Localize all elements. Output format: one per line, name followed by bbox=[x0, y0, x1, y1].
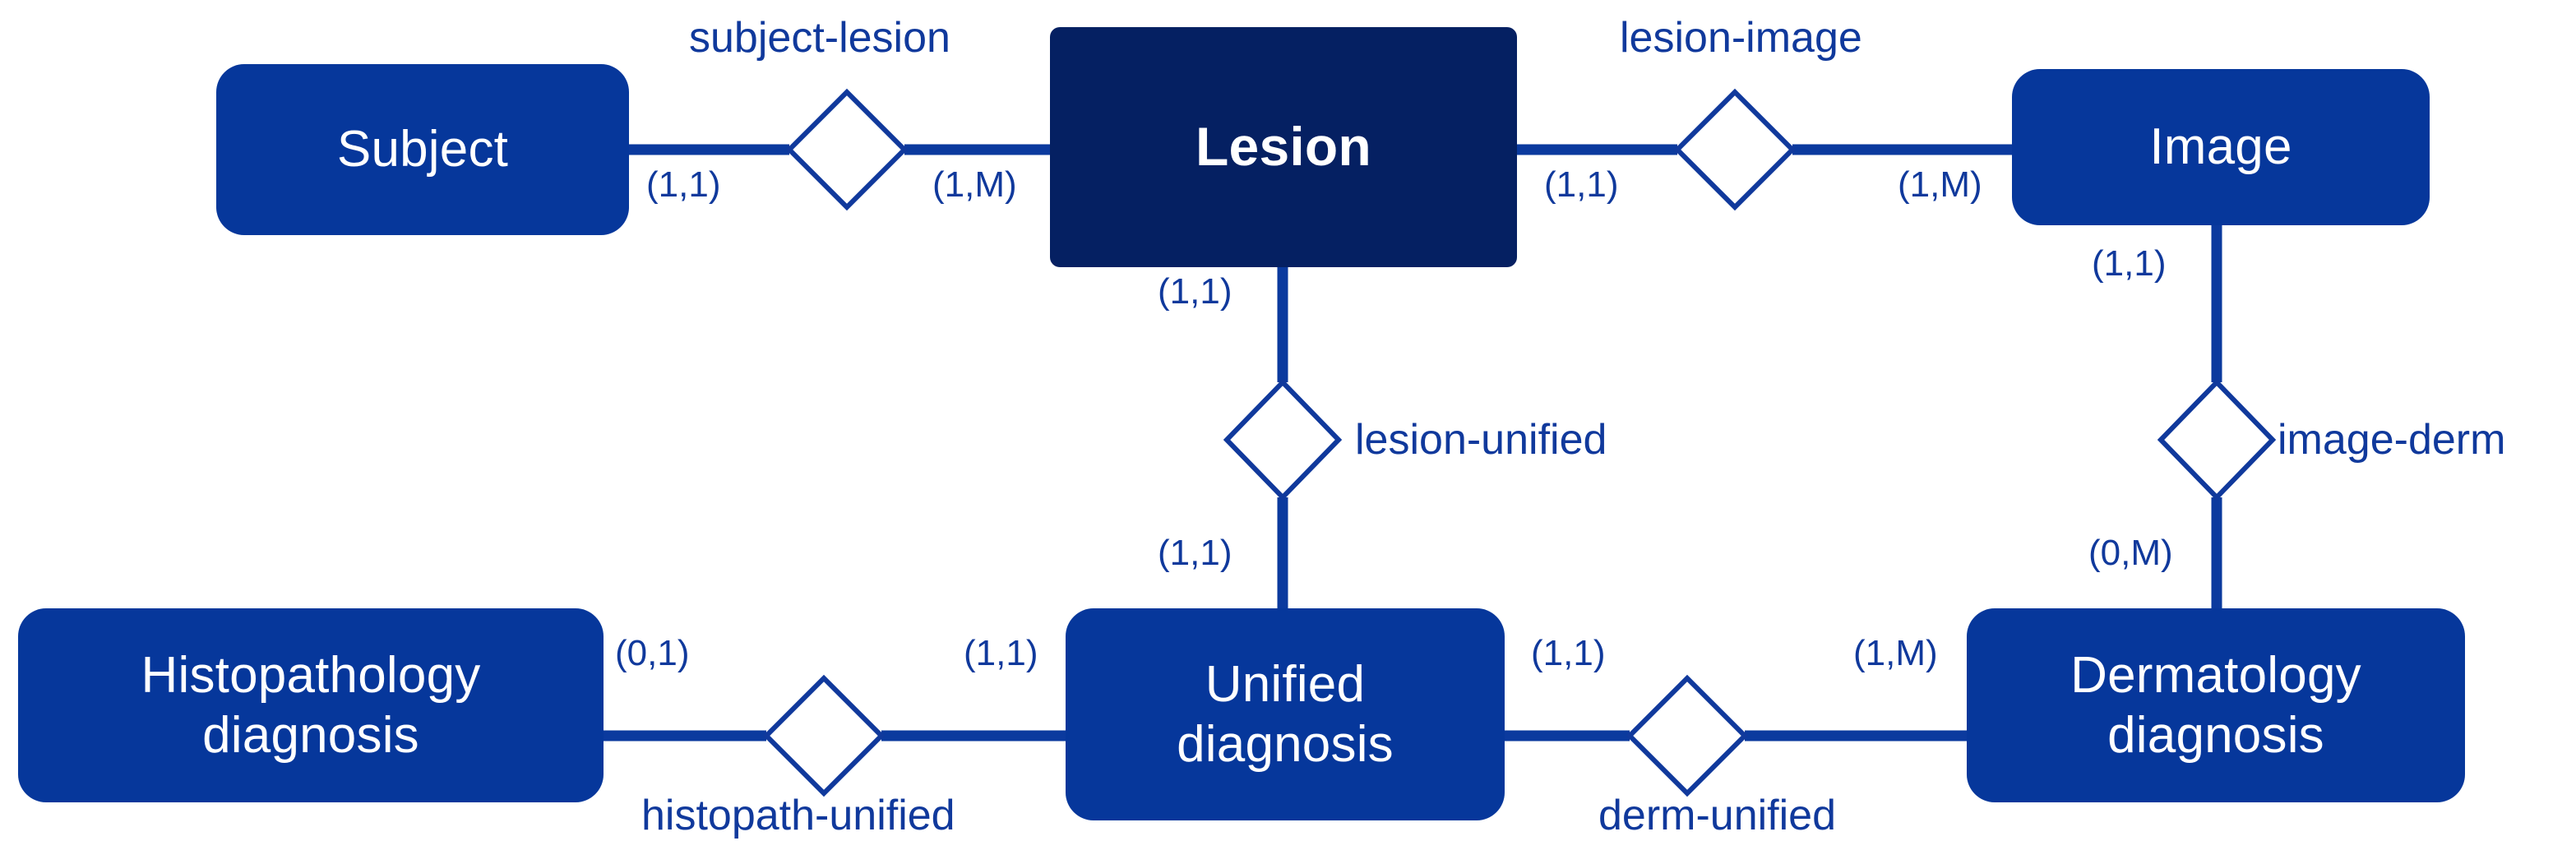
entity-image[interactable]: Image bbox=[2012, 69, 2430, 225]
cardinality-image-derm-bottom: (0,M) bbox=[2088, 533, 2173, 573]
relationship-label-lesion-unified: lesion-unified bbox=[1355, 416, 1607, 464]
relationship-diamond-lesion-image[interactable] bbox=[1673, 88, 1797, 211]
relationship-label-subject-lesion: subject-lesion bbox=[689, 14, 950, 62]
cardinality-lesion-unified-top: (1,1) bbox=[1158, 271, 1233, 312]
entity-unified-diagnosis-label: Unified diagnosis bbox=[1177, 655, 1394, 773]
entity-dermatology-diagnosis-label: Dermatology diagnosis bbox=[2070, 646, 2361, 764]
cardinality-lesion-image-left: (1,1) bbox=[1544, 164, 1619, 205]
relationship-label-lesion-image: lesion-image bbox=[1620, 14, 1862, 62]
relationship-diamond-subject-lesion[interactable] bbox=[785, 88, 909, 211]
relationship-label-image-derm: image-derm bbox=[2278, 416, 2506, 464]
cardinality-histopath-unified-right: (1,1) bbox=[964, 633, 1038, 673]
relationship-diamond-image-derm[interactable] bbox=[2157, 378, 2277, 501]
entity-histopathology-diagnosis[interactable]: Histopathology diagnosis bbox=[18, 608, 604, 802]
relationship-diamond-histopath-unified[interactable] bbox=[762, 674, 886, 797]
relationship-diamond-derm-unified[interactable] bbox=[1626, 674, 1749, 797]
entity-subject-label: Subject bbox=[336, 121, 509, 178]
entity-lesion[interactable]: Lesion bbox=[1050, 27, 1517, 267]
entity-lesion-label: Lesion bbox=[1196, 116, 1371, 178]
cardinality-subject-lesion-right: (1,M) bbox=[932, 164, 1017, 205]
relationship-label-histopath-unified: histopath-unified bbox=[641, 792, 955, 839]
entity-image-label: Image bbox=[2149, 118, 2292, 176]
entity-dermatology-diagnosis[interactable]: Dermatology diagnosis bbox=[1967, 608, 2465, 802]
cardinality-histopath-unified-left: (0,1) bbox=[615, 633, 690, 673]
cardinality-derm-unified-right: (1,M) bbox=[1853, 633, 1938, 673]
cardinality-subject-lesion-left: (1,1) bbox=[646, 164, 721, 205]
relationship-label-derm-unified: derm-unified bbox=[1598, 792, 1837, 839]
cardinality-lesion-unified-bottom: (1,1) bbox=[1158, 533, 1233, 573]
entity-histopathology-diagnosis-label: Histopathology diagnosis bbox=[141, 646, 481, 764]
relationship-diamond-lesion-unified[interactable] bbox=[1223, 378, 1343, 501]
cardinality-image-derm-top: (1,1) bbox=[2092, 243, 2167, 284]
entity-unified-diagnosis[interactable]: Unified diagnosis bbox=[1066, 608, 1505, 820]
cardinality-lesion-image-right: (1,M) bbox=[1898, 164, 1982, 205]
entity-subject[interactable]: Subject bbox=[216, 64, 629, 235]
cardinality-derm-unified-left: (1,1) bbox=[1531, 633, 1606, 673]
